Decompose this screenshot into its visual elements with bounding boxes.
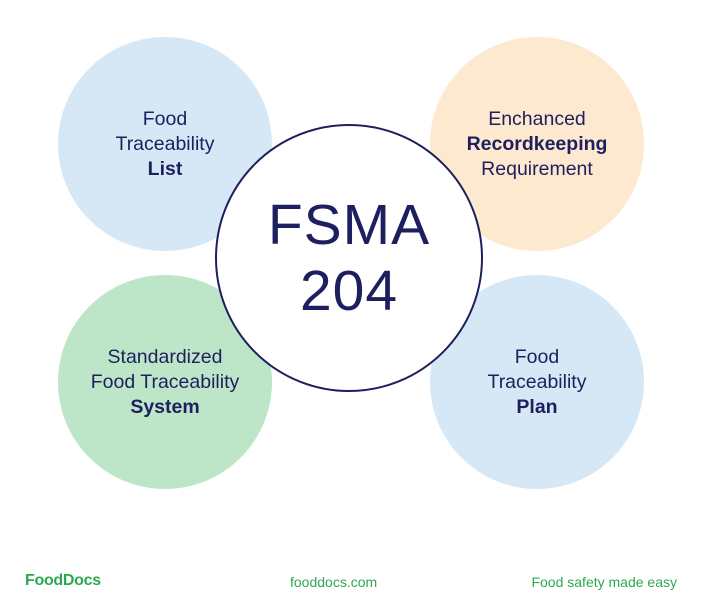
fsma-204-center-circle: FSMA 204: [215, 124, 483, 392]
center-title-line: FSMA: [267, 193, 431, 257]
circle-text-line: Food: [142, 107, 188, 130]
circle-text-line: Traceability: [115, 132, 215, 155]
fooddocs-logo: FoodDocs: [25, 572, 101, 589]
center-title-line: 204: [299, 259, 399, 323]
circle-text-bold: List: [147, 157, 183, 180]
circle-text-line: Requirement: [481, 157, 593, 180]
circle-text-line: Standardized: [107, 345, 223, 368]
circle-text-line: Enchanced: [488, 107, 586, 130]
circle-text-line: Food: [514, 345, 560, 368]
website-link[interactable]: fooddocs.com: [290, 574, 378, 590]
circle-text-line: Food Traceability: [90, 370, 240, 393]
circle-text-bold: Recordkeeping: [466, 132, 608, 155]
circle-text-bold: System: [130, 395, 200, 418]
circle-text-bold: Plan: [516, 395, 558, 418]
circle-text-line: Traceability: [487, 370, 587, 393]
food-traceability-list-circle: Food Traceability List: [58, 37, 272, 251]
tagline: Food safety made easy: [531, 574, 677, 590]
